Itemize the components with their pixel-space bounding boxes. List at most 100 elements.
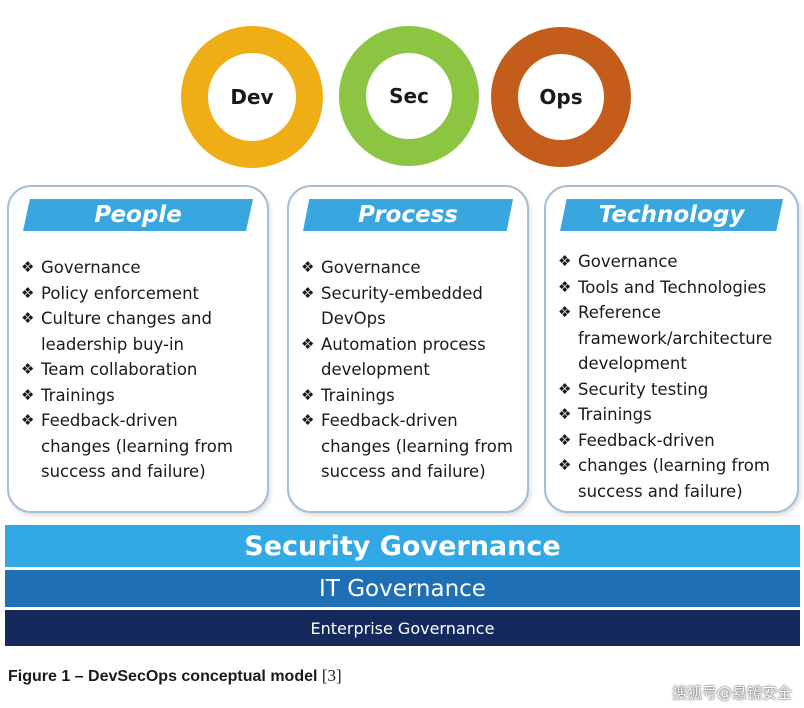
- bullet-icon: ❖: [558, 252, 572, 270]
- dev-circle: Dev: [181, 26, 323, 168]
- bullet-icon: ❖: [21, 411, 35, 429]
- bullet-icon: [558, 326, 578, 352]
- bullet-icon: ❖: [21, 258, 35, 276]
- bullet-icon: ❖: [301, 334, 315, 353]
- list-item-text: Automation process: [321, 334, 486, 354]
- bullet-icon: ❖: [558, 405, 572, 423]
- people-card-title: People: [23, 199, 253, 231]
- list-item: ❖ Governance: [558, 249, 791, 275]
- ops-circle: Ops: [491, 27, 631, 167]
- bullet-icon: ❖: [21, 385, 35, 404]
- security-governance-bar: Security Governance: [5, 525, 800, 567]
- list-item-text: Feedback-driven: [321, 411, 458, 430]
- list-item: development: [558, 351, 791, 377]
- sec-label: Sec: [389, 84, 429, 108]
- list-item: changes (learning from: [21, 434, 261, 460]
- list-item-text: Trainings: [321, 385, 395, 405]
- people-list: ❖Governance❖Policy enforcement❖Culture c…: [21, 255, 261, 485]
- list-item: ❖ Governance: [301, 255, 521, 281]
- ops-label: Ops: [539, 85, 583, 109]
- bullet-icon: [301, 357, 321, 383]
- list-item: ❖ Trainings: [21, 383, 261, 409]
- bullet-icon: ❖: [21, 360, 35, 378]
- bullet-icon: ❖: [558, 456, 572, 474]
- list-item: ❖ Tools and Technologies: [558, 275, 791, 301]
- list-item: changes (learning from: [301, 434, 521, 460]
- technology-list: ❖ Governance ❖ Tools and Technologies ❖ Refer…: [558, 249, 791, 504]
- list-item-text: Security-embedded: [321, 283, 483, 303]
- list-item-text: changes (learning from: [578, 456, 770, 475]
- bullet-icon: ❖: [301, 258, 315, 276]
- list-item: ❖ Reference: [558, 300, 791, 326]
- list-item-text: development: [321, 360, 430, 379]
- bullet-icon: [301, 459, 321, 485]
- bullet-icon: ❖: [558, 303, 572, 321]
- list-item-text: development: [578, 354, 687, 373]
- list-item-text: Trainings: [578, 405, 652, 424]
- bullet-icon: ❖: [558, 379, 572, 398]
- bullet-icon: ❖: [301, 385, 315, 404]
- list-item: ❖ Feedback-driven: [21, 408, 261, 434]
- people-card: People ❖Governance❖Policy enforcement❖Cu…: [7, 185, 269, 513]
- list-item-text: Team collaboration: [41, 360, 198, 379]
- list-item: ❖ Trainings: [558, 402, 791, 428]
- bullet-icon: [558, 351, 578, 377]
- it-governance-bar: IT Governance: [5, 570, 800, 607]
- list-item-text: Security testing: [578, 379, 709, 399]
- bullet-icon: [21, 459, 41, 485]
- list-item: ❖Security-embedded: [301, 281, 521, 307]
- list-item: development: [301, 357, 521, 383]
- list-item: DevOps: [301, 306, 521, 332]
- list-item: ❖ Automation process: [301, 332, 521, 358]
- list-item: ❖Culture changes and: [21, 306, 261, 332]
- list-item: ❖ Security testing: [558, 377, 791, 403]
- bullet-icon: [301, 306, 321, 332]
- list-item-text: changes (learning from: [321, 436, 513, 456]
- list-item-text: Governance: [41, 258, 141, 277]
- bullet-icon: ❖: [21, 283, 35, 302]
- list-item-text: Trainings: [41, 385, 115, 405]
- technology-card: Technology ❖Governance❖Tools and Technol…: [544, 185, 799, 513]
- bullet-icon: ❖: [301, 411, 315, 429]
- caption-reference: [3]: [321, 666, 342, 685]
- list-item-text: framework/architecture: [578, 328, 773, 348]
- list-item: ❖ Trainings: [301, 383, 521, 409]
- list-item: success and failure): [21, 459, 261, 485]
- list-item: ❖ Team collaboration: [21, 357, 261, 383]
- list-item-text: success and failure): [41, 462, 206, 481]
- caption-text: Figure 1 – DevSecOps conceptual model: [8, 668, 318, 685]
- list-item-text: Governance: [321, 258, 421, 277]
- list-item-text: success and failure): [321, 462, 486, 481]
- list-item: ❖ Governance: [21, 255, 261, 281]
- process-card-title: Process: [303, 199, 513, 231]
- list-item: ❖ Feedback-driven: [301, 408, 521, 434]
- bullet-icon: [558, 479, 578, 505]
- list-item-text: DevOps: [321, 309, 386, 328]
- list-item-text: success and failure): [578, 481, 743, 501]
- list-item: success and failure): [558, 479, 791, 505]
- list-item-text: Culture changes and: [41, 309, 212, 328]
- list-item: success and failure): [301, 459, 521, 485]
- list-item-text: Policy enforcement: [41, 283, 200, 303]
- list-item-text: Tools and Technologies: [578, 277, 767, 297]
- bullet-icon: ❖: [558, 430, 572, 449]
- bullet-icon: [21, 434, 41, 460]
- list-item: framework/architecture: [558, 326, 791, 352]
- list-item-text: Governance: [578, 252, 678, 271]
- watermark: 搜狐号@悬镜安全: [671, 684, 792, 702]
- list-item-text: Feedback-driven: [41, 411, 178, 430]
- list-item-text: Reference: [578, 303, 662, 322]
- list-item: ❖ Feedback-driven: [558, 428, 791, 454]
- figure-caption: Figure 1 – DevSecOps conceptual model [3…: [8, 666, 342, 686]
- bullet-icon: ❖: [558, 277, 572, 296]
- sec-circle: Sec: [339, 26, 479, 166]
- dev-label: Dev: [230, 85, 274, 109]
- list-item-text: Feedback-driven: [578, 430, 715, 450]
- list-item: leadership buy-in: [21, 332, 261, 358]
- bullet-icon: [301, 434, 321, 460]
- list-item: ❖ changes (learning from: [558, 453, 791, 479]
- list-item: ❖ Policy enforcement: [21, 281, 261, 307]
- list-item-text: leadership buy-in: [41, 334, 185, 354]
- list-item-text: changes (learning from: [41, 436, 233, 456]
